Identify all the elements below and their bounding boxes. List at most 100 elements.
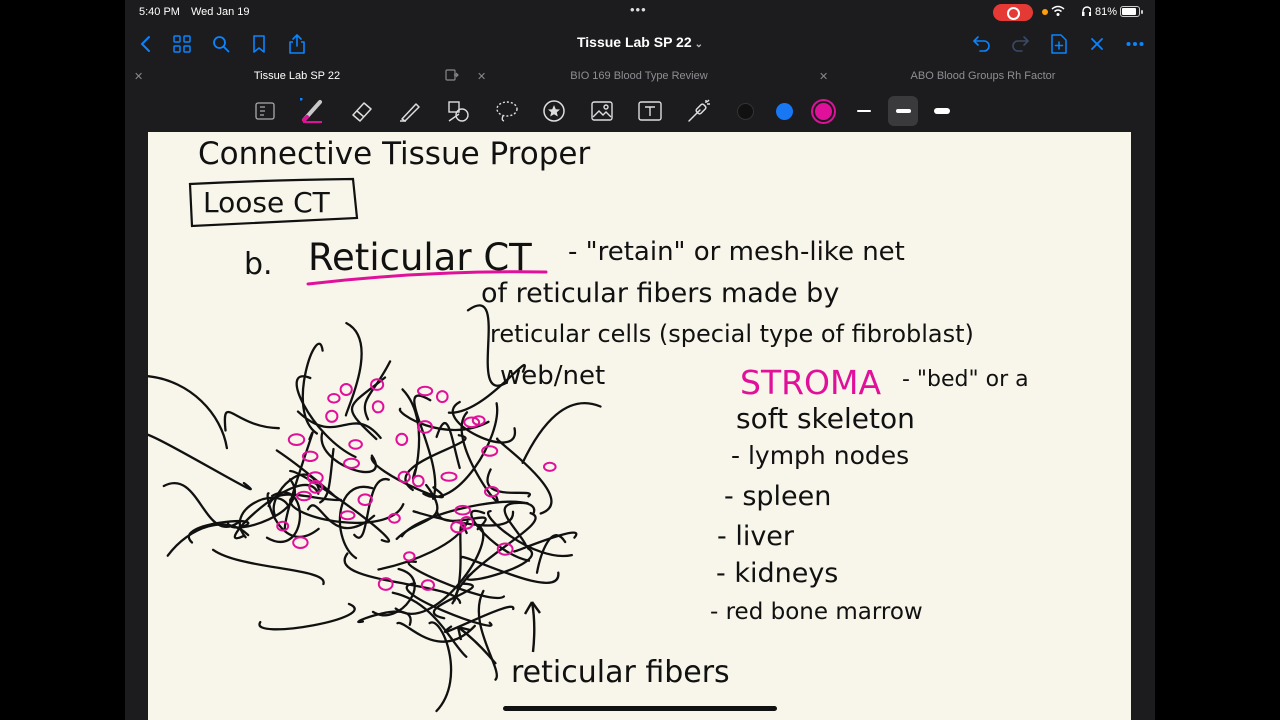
reticular-fiber bbox=[503, 501, 529, 546]
bookmark-icon[interactable] bbox=[247, 32, 271, 56]
document-title[interactable]: Tissue Lab SP 22⌄ bbox=[125, 34, 1155, 50]
reticular-fiber bbox=[521, 401, 602, 464]
close-icon[interactable] bbox=[1085, 32, 1109, 56]
shapes-tool-icon[interactable] bbox=[443, 96, 473, 126]
reticular-cell bbox=[343, 457, 360, 469]
pen-tool-icon[interactable] bbox=[298, 96, 328, 126]
bullet-red-bone-marrow: - red bone marrow bbox=[710, 599, 923, 625]
tab-label: BIO 169 Blood Type Review bbox=[570, 70, 708, 82]
elements-sticker-icon[interactable] bbox=[539, 96, 569, 126]
highlighter-icon[interactable] bbox=[395, 96, 425, 126]
reticular-cell bbox=[371, 400, 385, 414]
tab-close-icon[interactable]: ✕ bbox=[134, 71, 144, 83]
battery-icon bbox=[1120, 6, 1143, 17]
text-box-icon[interactable] bbox=[635, 96, 665, 126]
note-page[interactable]: Connective Tissue Proper Loose CT b. Ret… bbox=[148, 132, 1131, 720]
reticular-fiber bbox=[391, 591, 468, 658]
reticular-fiber bbox=[405, 582, 493, 627]
undo-icon[interactable] bbox=[970, 32, 994, 56]
reticular-fiber bbox=[451, 400, 516, 444]
tab-bio-169[interactable]: ✕ BIO 169 Blood Type Review bbox=[468, 64, 811, 90]
handwriting-canvas[interactable]: Connective Tissue Proper Loose CT b. Ret… bbox=[148, 132, 1131, 720]
tab-tissue-lab[interactable]: ✕ Tissue Lab SP 22 bbox=[125, 64, 468, 90]
share-icon[interactable] bbox=[285, 32, 309, 56]
reticular-fiber bbox=[162, 482, 240, 528]
reticular-fiber bbox=[211, 548, 325, 586]
reticular-cell bbox=[440, 471, 458, 482]
reticular-fiber bbox=[459, 555, 560, 584]
tab-close-icon[interactable]: ✕ bbox=[819, 71, 829, 83]
back-chevron-icon[interactable] bbox=[133, 32, 157, 56]
reticular-fiber bbox=[301, 342, 324, 435]
stroke-medium-button-selected[interactable] bbox=[888, 96, 918, 126]
thumbnails-grid-icon[interactable] bbox=[170, 32, 194, 56]
reticular-cell bbox=[377, 577, 394, 591]
heading-connective-tissue: Connective Tissue Proper bbox=[198, 136, 590, 172]
color-black-swatch[interactable] bbox=[737, 103, 754, 120]
reticular-fiber bbox=[344, 321, 363, 417]
status-date: Wed Jan 19 bbox=[191, 6, 250, 18]
reticular-fiber bbox=[223, 410, 280, 432]
status-time: 5:40 PM bbox=[139, 6, 180, 18]
reticular-fiber bbox=[353, 478, 390, 539]
image-insert-icon[interactable] bbox=[587, 96, 617, 126]
reticular-cell bbox=[339, 510, 356, 521]
reticular-fiber bbox=[407, 560, 506, 600]
annotation-toolbar bbox=[125, 90, 1155, 132]
split-view-icon[interactable] bbox=[445, 69, 459, 87]
reticular-fiber bbox=[371, 567, 416, 617]
tab-close-icon[interactable]: ✕ bbox=[477, 71, 487, 83]
reticular-fiber bbox=[357, 610, 412, 626]
more-options-icon[interactable] bbox=[1123, 32, 1147, 56]
reticular-fiber bbox=[283, 431, 314, 531]
reticular-fiber bbox=[447, 363, 526, 414]
reticular-cell bbox=[395, 432, 409, 446]
reticular-cell bbox=[287, 433, 306, 447]
reticular-fiber bbox=[266, 492, 320, 538]
reticular-cell bbox=[412, 474, 425, 488]
reticular-cell bbox=[543, 461, 557, 472]
reticular-cell bbox=[403, 551, 416, 562]
eraser-icon[interactable] bbox=[347, 96, 377, 126]
tab-abo-blood-groups[interactable]: ✕ ABO Blood Groups Rh Factor bbox=[811, 64, 1155, 90]
color-blue-swatch[interactable] bbox=[776, 103, 793, 120]
reticular-fiber bbox=[377, 520, 469, 571]
reticular-fiber bbox=[289, 469, 391, 543]
reticular-fiber bbox=[319, 447, 335, 504]
reticular-cells-drawing bbox=[276, 378, 557, 591]
reticular-fiber bbox=[487, 509, 573, 558]
screen-recording-icon[interactable] bbox=[993, 4, 1033, 21]
web-net-label: web/net bbox=[500, 361, 605, 391]
lasso-icon[interactable] bbox=[492, 96, 522, 126]
reticular-fiber bbox=[453, 511, 537, 602]
reticular-fiber bbox=[396, 621, 476, 643]
color-magenta-swatch-selected[interactable] bbox=[815, 103, 832, 120]
reticular-ct-underline bbox=[306, 270, 548, 286]
laser-pointer-icon[interactable] bbox=[684, 96, 714, 126]
item-letter-b: b. bbox=[244, 247, 273, 282]
reticular-cell bbox=[417, 420, 433, 434]
bullet-lymph-nodes: - lymph nodes bbox=[731, 441, 909, 470]
document-title-text: Tissue Lab SP 22 bbox=[576, 34, 692, 50]
reticular-fiber bbox=[435, 509, 487, 531]
definition-line-1: - "retain" or mesh-like net bbox=[568, 237, 905, 267]
stroma-description: - "bed" or a bbox=[902, 367, 1029, 392]
reticular-fiber bbox=[226, 478, 296, 529]
reticular-fiber bbox=[466, 304, 508, 387]
tab-label: ABO Blood Groups Rh Factor bbox=[910, 70, 1056, 82]
reticular-cell bbox=[463, 416, 481, 429]
stroke-thin-button[interactable] bbox=[849, 96, 879, 126]
reticular-cell bbox=[436, 390, 449, 404]
add-page-icon[interactable] bbox=[1047, 32, 1071, 56]
reticular-cell bbox=[339, 383, 353, 396]
redo-icon[interactable] bbox=[1008, 32, 1032, 56]
bullet-kidneys: - kidneys bbox=[716, 558, 838, 589]
reticular-cell bbox=[306, 471, 324, 485]
read-only-mode-icon[interactable] bbox=[250, 96, 280, 126]
search-icon[interactable] bbox=[209, 32, 233, 56]
microphone-indicator-icon bbox=[1042, 9, 1048, 15]
reticular-fiber bbox=[306, 504, 376, 530]
reticular-fiber bbox=[465, 547, 533, 581]
multitasking-dots-icon[interactable]: ••• bbox=[630, 2, 647, 17]
stroke-thick-button[interactable] bbox=[927, 96, 957, 126]
